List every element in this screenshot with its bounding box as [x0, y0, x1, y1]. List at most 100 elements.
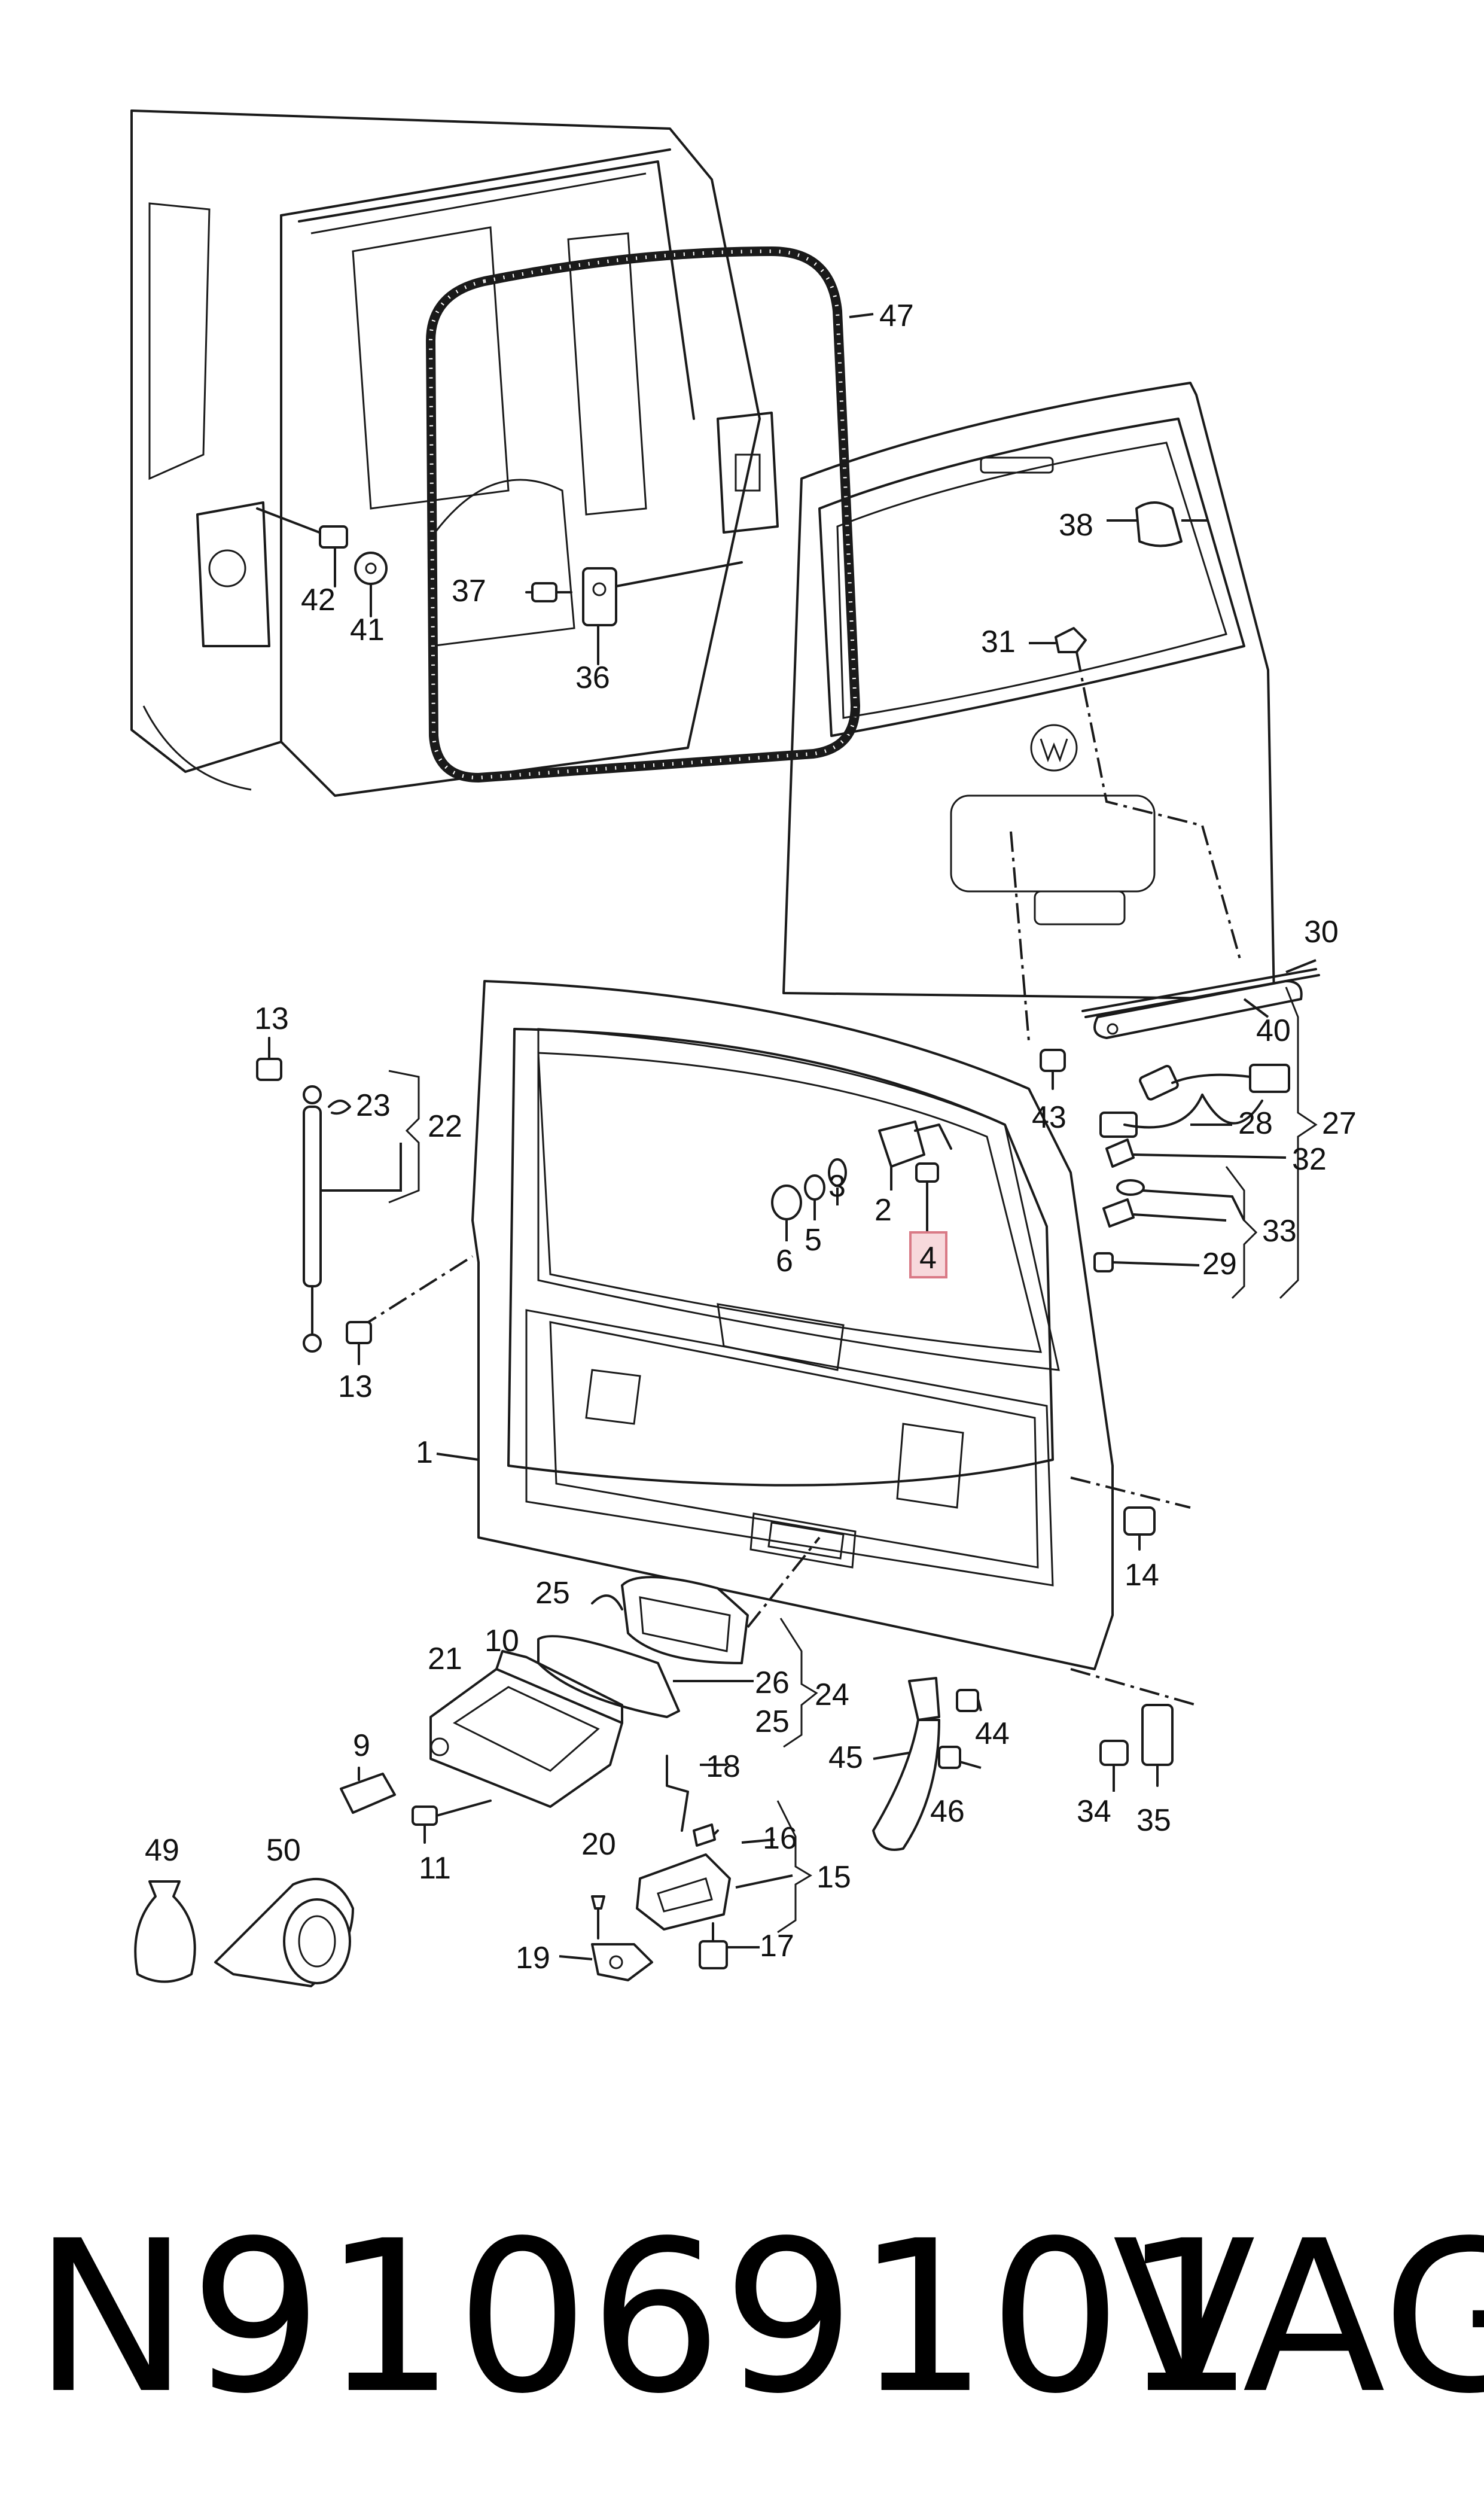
washer-5: [804, 1174, 825, 1220]
callout-21: 21: [428, 1642, 462, 1676]
part-number: N91069101: [33, 2196, 1255, 2440]
washer-3: [828, 1158, 847, 1205]
bolt-42: [256, 507, 348, 587]
callout-10: 10: [484, 1624, 519, 1658]
part-38: [1107, 501, 1208, 547]
callout-6: 6: [776, 1244, 793, 1278]
screw-43: [1010, 831, 1066, 1090]
screw-17: [699, 1922, 728, 1969]
gas-strut: [303, 1085, 474, 1353]
callout-1: 1: [416, 1435, 433, 1470]
callout-40: 40: [1256, 1013, 1291, 1048]
callout-47: 47: [879, 299, 914, 333]
gasket-25: [537, 1594, 680, 1718]
part-31: [1029, 627, 1242, 964]
callout-3: 3: [828, 1169, 846, 1204]
callout-38: 38: [1059, 508, 1093, 543]
nut-6: [771, 1185, 802, 1241]
callout-17: 17: [760, 1929, 794, 1963]
callout-33: 33: [1262, 1214, 1297, 1249]
callout-49: 49: [145, 1833, 179, 1868]
callout-9: 9: [353, 1728, 370, 1763]
handle-strip-40: [1093, 980, 1303, 1039]
screw-20: [591, 1895, 605, 1940]
callout-26: 26: [755, 1666, 790, 1700]
bolt-44: [956, 1689, 979, 1712]
callout-36: 36: [575, 660, 610, 695]
group-bracket-33: [1225, 1166, 1258, 1299]
screw-11: [412, 1800, 492, 1844]
callout-25-bottom: 25: [755, 1704, 790, 1739]
vehicle-rear-body: [130, 109, 779, 797]
callout-28: 28: [1238, 1106, 1273, 1141]
callout-2: 2: [874, 1193, 892, 1228]
callout-18: 18: [706, 1749, 741, 1784]
callout-14: 14: [1125, 1558, 1159, 1593]
screw-37: [531, 582, 557, 602]
leader-lines: [436, 313, 1232, 1960]
callout-46: 46: [930, 1794, 965, 1829]
striker-19: [591, 1943, 653, 1981]
clip-16: [693, 1823, 716, 1847]
callout-25-top: 25: [535, 1576, 570, 1610]
callout-43: 43: [1032, 1100, 1066, 1135]
tailgate-inner-panel: [471, 980, 1114, 1670]
callout-41: 41: [350, 613, 385, 647]
callout-31: 31: [981, 625, 1016, 659]
guide-34-35: [1070, 1668, 1197, 1790]
lock-15: [636, 1829, 731, 1931]
brand-name: VAG: [1113, 2196, 1484, 2440]
callout-4: 4: [919, 1241, 937, 1275]
hinge-bracket-2: [878, 1121, 952, 1191]
callout-23: 23: [356, 1088, 391, 1123]
callout-34: 34: [1077, 1794, 1111, 1829]
bolt-4: [915, 1162, 939, 1235]
handle-45: [872, 1677, 940, 1851]
lock-cylinder-9: [340, 1767, 396, 1814]
callout-35: 35: [1136, 1803, 1171, 1838]
wiring-harness-27: [1099, 1064, 1290, 1138]
screw-29: [1093, 1252, 1200, 1272]
callout-30: 30: [1304, 915, 1339, 949]
bracket-22: [388, 1070, 420, 1204]
callout-labels: 47 38 37 36 42 41 31 30 40 43 28 27 32 3…: [145, 299, 1357, 1975]
callout-13-bottom: 13: [338, 1369, 373, 1404]
rod-18: [666, 1755, 689, 1832]
callout-45: 45: [828, 1740, 863, 1775]
group-bracket-15: [735, 1800, 812, 1934]
callout-16: 16: [763, 1821, 797, 1856]
callout-29: 29: [1202, 1247, 1237, 1281]
lock-housing-21-10: [429, 1650, 623, 1808]
callout-22: 22: [428, 1109, 462, 1144]
buffer-14: [1070, 1476, 1191, 1551]
callout-27: 27: [1322, 1106, 1357, 1141]
callout-4-highlight: [909, 1231, 947, 1278]
grease-bag-49: [134, 1880, 196, 1983]
screw-46: [938, 1746, 961, 1769]
adhesive-tape-50: [214, 1878, 354, 1987]
ball-stud-13-bottom: [346, 1321, 372, 1365]
handle-26: [621, 1536, 821, 1664]
callout-44: 44: [975, 1716, 1010, 1751]
door-seal-47: [426, 246, 860, 783]
callout-11: 11: [419, 1851, 451, 1886]
callout-15: 15: [816, 1860, 851, 1895]
washer-41: [354, 552, 388, 617]
callout-20: 20: [581, 1827, 616, 1862]
clip-32: [1105, 1138, 1287, 1168]
callout-32: 32: [1292, 1142, 1327, 1177]
callout-42: 42: [301, 583, 336, 617]
group-bracket-24: [673, 1618, 818, 1748]
callout-13-top: 13: [254, 1001, 289, 1036]
clips-33: [1102, 1179, 1245, 1228]
callout-37: 37: [452, 574, 486, 608]
callout-24: 24: [815, 1677, 849, 1712]
callout-50: 50: [266, 1833, 301, 1868]
ball-stud-13-top: [256, 1037, 282, 1081]
clip-23: [328, 1100, 351, 1115]
callout-19: 19: [516, 1941, 550, 1975]
tailgate-outer-panel: [782, 382, 1275, 1000]
group-bracket-27: [1279, 987, 1318, 1299]
callout-5: 5: [805, 1223, 822, 1258]
